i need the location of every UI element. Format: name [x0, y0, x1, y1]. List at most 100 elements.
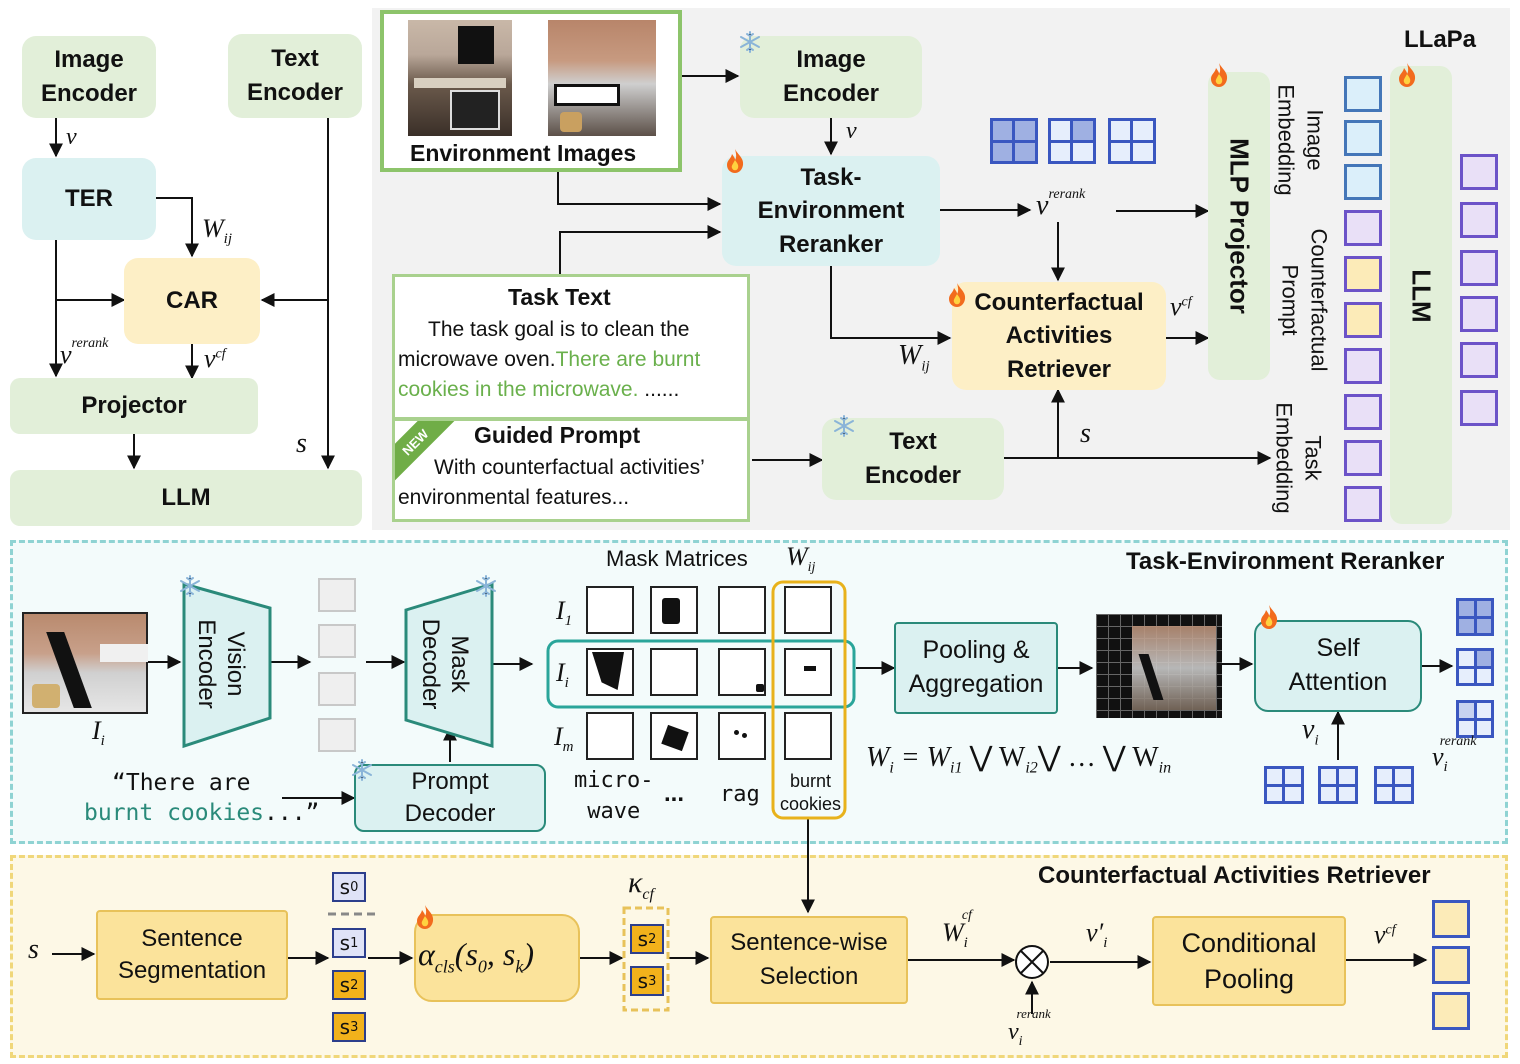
prompt-quote-line-2: burnt cookies...”	[84, 800, 320, 826]
guided-prompt-title: Guided Prompt	[474, 422, 641, 448]
llm-output-token	[1460, 154, 1498, 190]
guided-prompt-box: NEW	[392, 418, 750, 522]
top-s-label: s	[1080, 418, 1091, 449]
rerank-output-grid-1	[1456, 598, 1494, 636]
vision-encoder-label: Vision Encoder	[193, 619, 249, 709]
row-i-highlight	[546, 639, 856, 709]
mask-row-label-i: Ii	[556, 658, 569, 692]
left-s-label: s	[296, 428, 307, 459]
fire-icon	[1399, 63, 1416, 87]
cf-feature-token	[1432, 992, 1470, 1030]
mask-matrix	[784, 586, 832, 634]
task-embedding-token	[1344, 486, 1382, 522]
top-image-encoder: Image Encoder	[740, 36, 922, 118]
mlp-projector	[1208, 72, 1270, 380]
burnt-cookies-column-highlight	[771, 580, 847, 820]
image-embedding-label: Image Embedding	[1274, 84, 1328, 196]
left-v-label: v	[66, 124, 77, 150]
vision-encoder-shape	[182, 582, 272, 749]
mask-decoder-label: Mask Decoder	[417, 618, 473, 710]
pooled-feature-map	[1096, 614, 1222, 718]
left-car: CAR	[124, 258, 260, 344]
llm-output-token	[1460, 296, 1498, 332]
visual-token	[318, 718, 356, 752]
prompt-decoder: Prompt Decoder	[354, 764, 546, 832]
left-text-encoder: Text Encoder	[228, 34, 362, 118]
prompt-embedding-token	[1344, 210, 1382, 246]
llapa-title: LLaPa	[1404, 26, 1477, 53]
mask-matrix	[586, 648, 634, 696]
top-llm	[1390, 66, 1452, 524]
car-s-label: s	[28, 934, 39, 965]
task-environment-reranker: Task- Environment Reranker	[722, 156, 940, 266]
mask-matrix	[718, 648, 766, 696]
vi-grid-1	[1264, 766, 1304, 804]
prompt-embedding-token	[1344, 256, 1382, 292]
car-v-cf-label: vcf	[1374, 920, 1396, 949]
fire-icon	[949, 283, 966, 307]
mask-matrix	[718, 712, 766, 760]
mask-matrix	[784, 712, 832, 760]
kappa-cf-label: κcf	[628, 866, 654, 903]
counterfactual-prompt-label: Counterfactual Prompt	[1278, 228, 1332, 372]
mask-col-label-ellipsis: ...	[664, 780, 685, 807]
self-attention: Self Attention	[1254, 620, 1422, 712]
wi-formula: Wi = Wi1 ⋁ Wi2⋁ … ⋁ Win	[866, 742, 1172, 777]
top-v-label: v	[846, 118, 857, 144]
v-prime-label: v′i	[1086, 918, 1108, 952]
left-v-cf-label: vcf	[204, 344, 226, 373]
rerank-feature-grid-2	[1048, 118, 1096, 164]
rerank-feature-grid-3	[1108, 118, 1156, 164]
task-text-title: Task Text	[508, 284, 611, 310]
task-text-line-2: microwave oven.There are burnt	[398, 348, 701, 371]
prompt-embedding-token	[1344, 302, 1382, 338]
mask-matrix	[650, 648, 698, 696]
top-w-label: Wij	[898, 340, 930, 375]
left-llm: LLM	[10, 470, 362, 526]
mask-matrix	[718, 586, 766, 634]
top-llm-label: LLM	[1406, 269, 1437, 323]
visual-token	[318, 578, 356, 612]
snowflake-icon	[352, 759, 372, 781]
mask-matrix	[586, 712, 634, 760]
snowflake-icon	[180, 575, 200, 597]
guided-prompt-line-2: environmental features...	[398, 486, 630, 509]
left-ter: TER	[22, 158, 156, 240]
vi-label: vi	[1302, 714, 1319, 749]
mask-col-label-microwave: micro- wave	[574, 768, 654, 824]
mask-col-label-burnt-cookies: burnt cookies	[780, 771, 842, 815]
task-embedding-label: Task Embedding	[1272, 402, 1326, 514]
snowflake-icon	[834, 415, 854, 437]
sentence-segmentation: Sentence Segmentation	[96, 910, 288, 1000]
rerank-output-grid-3	[1456, 700, 1494, 738]
rerank-output-grid-2	[1456, 648, 1494, 686]
task-embedding-token	[1344, 394, 1382, 430]
input-image-ii	[22, 612, 148, 714]
fire-icon	[1261, 605, 1278, 629]
cf-feature-token	[1432, 900, 1470, 938]
mask-col-label-rag: rag	[720, 782, 760, 807]
llm-output-token	[1460, 342, 1498, 378]
guided-prompt-line-1: With counterfactual activities’	[434, 456, 705, 479]
mask-matrix	[784, 648, 832, 696]
snowflake-icon	[476, 575, 496, 597]
alpha-cls-label: αcls(s0, sk)	[418, 936, 535, 977]
llm-output-token	[1460, 202, 1498, 238]
counterfactual-activities-retriever: Counterfactual Activities Retriever	[952, 282, 1166, 390]
car-panel-title: Counterfactual Activities Retriever	[1038, 862, 1431, 889]
left-projector: Projector	[10, 378, 258, 434]
sentence-wise-selection: Sentence-wise Selection	[710, 916, 908, 1004]
w-cf-label: Wicf	[942, 908, 972, 952]
task-text-line-1: The task goal is to clean the	[428, 318, 690, 341]
vi-grid-3	[1374, 766, 1414, 804]
vi-grid-2	[1318, 766, 1358, 804]
mask-matrix	[586, 586, 634, 634]
fire-icon	[727, 149, 744, 173]
fire-icon	[417, 905, 434, 929]
